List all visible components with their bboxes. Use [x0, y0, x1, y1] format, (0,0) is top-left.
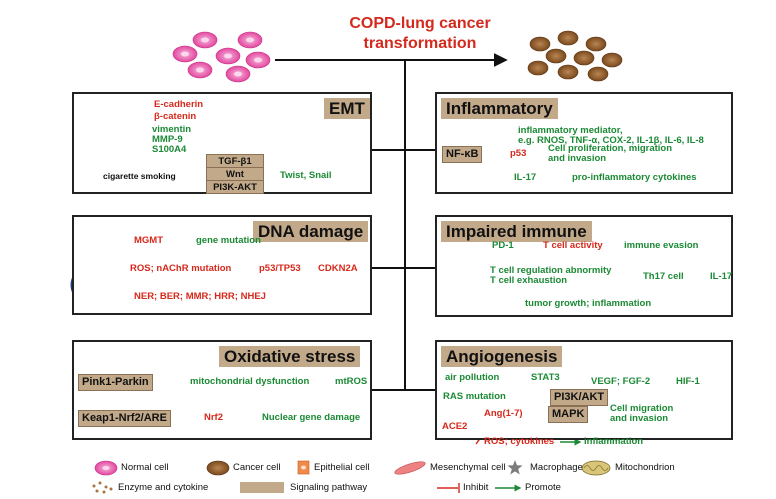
legend-mitochondrion: Mitochondrion — [615, 462, 675, 473]
ang-vegf: VEGF; FGF-2 — [591, 376, 651, 387]
emt-title: EMT — [324, 98, 370, 119]
imm-tumor: tumor growth; inflammation — [525, 298, 652, 309]
emt-pathway-wnt: Wnt — [206, 167, 264, 181]
legend-epithelial-cell: Epithelial cell — [314, 462, 370, 473]
macrophage-icon — [507, 460, 523, 475]
ox-mito: mitochondrial dysfunction — [190, 376, 310, 387]
inflammatory-title: Inflammatory — [441, 98, 558, 119]
ang-migr-2: and invasion — [610, 413, 669, 424]
legend-icons — [92, 460, 611, 494]
ang-inflam: inflammation — [584, 436, 644, 447]
inf-nfkb: NF-κB — [442, 146, 483, 163]
trunk-lines — [275, 53, 508, 391]
emt-pathway-tgf: TGF-β1 — [206, 154, 264, 168]
normal-cell-cluster — [172, 31, 271, 83]
legend-enzyme: Enzyme and cytokine — [118, 482, 209, 493]
dna-damage-panel — [72, 215, 372, 315]
inf-mediator-1: inflammatory mediator, — [518, 125, 623, 136]
legend-signaling: Signaling pathway — [290, 482, 368, 493]
emt-ecadherin: E-cadherin — [154, 99, 204, 110]
ox-nuclear: Nuclear gene damage — [262, 412, 361, 423]
ox-keap1: Keap1-Nrf2/ARE — [78, 410, 171, 427]
legend-inhibit: Inhibit — [463, 482, 489, 493]
legend-macrophage-icon — [507, 460, 523, 475]
emt-twist-snail: Twist, Snail — [280, 170, 332, 181]
ang-ace2: ACE2 — [442, 421, 468, 432]
legend-promote: Promote — [525, 482, 561, 493]
dna-damage-title: DNA damage — [253, 221, 369, 242]
imm-treg-2: T cell exhaustion — [490, 275, 568, 286]
emt-marker-3: S100A4 — [152, 144, 187, 155]
inf-prolif-2: and invasion — [548, 153, 607, 164]
legend-mesenchymal-cell: Mesenchymal cell — [430, 462, 506, 473]
emt-marker-1: vimentin — [152, 124, 192, 135]
imm-pd1: PD-1 — [492, 240, 514, 251]
dna-p53: p53/TP53 — [259, 263, 301, 274]
dna-repair: NER; BER; MMR; HRR; NHEJ — [134, 291, 266, 302]
ox-nrf2: Nrf2 — [204, 412, 224, 423]
ang-hif: HIF-1 — [676, 376, 700, 387]
dna-cdkn2a: CDKN2A — [318, 263, 358, 274]
impaired-immune-title: Impaired immune — [441, 221, 592, 242]
inf-mediator-2: e.g. RNOS, TNF-α, COX-2, IL-1β, IL-6, IL… — [518, 135, 704, 146]
inf-prolif-1: Cell proliferation, migration — [548, 143, 673, 154]
legend-normal-cell: Normal cell — [121, 462, 169, 473]
imm-evasion: immune evasion — [624, 240, 699, 251]
ang-pi3k: PI3K/AKT — [550, 389, 609, 406]
dna-mgmt: MGMT — [134, 235, 164, 246]
ox-mtros: mtROS — [335, 376, 368, 387]
ang-ang17: Ang(1-7) — [484, 408, 523, 419]
page-title: COPD-lung cancer transformation — [349, 15, 491, 52]
ang-ros: ROS; cytokines — [484, 436, 555, 447]
imm-tcell-activity: T cell activity — [543, 240, 603, 251]
ang-migr-1: Cell migration — [610, 403, 674, 414]
dna-gene-mutation: gene mutation — [196, 235, 261, 246]
emt-pathway-pi3k: PI3K-AKT — [206, 180, 264, 194]
imm-th17: Th17 cell — [643, 271, 684, 282]
cancer-cell-cluster — [527, 30, 623, 82]
ox-pink1: Pink1-Parkin — [78, 374, 153, 391]
ang-stat3: STAT3 — [531, 372, 560, 383]
dna-ros: ROS; nAChR mutation — [130, 263, 232, 274]
inf-proinflam: pro-inflammatory cytokines — [572, 172, 697, 183]
ang-air: air pollution — [445, 372, 500, 383]
oxidative-stress-title: Oxidative stress — [219, 346, 361, 367]
imm-il17: IL-17 — [710, 271, 733, 282]
imm-treg-1: T cell regulation abnormity — [490, 265, 612, 276]
ang-mapk: MAPK — [548, 406, 589, 423]
emt-smoking-label: cigarette smoking — [103, 171, 176, 181]
legend-macrophage: Macrophage — [530, 462, 583, 473]
inf-il17: IL-17 — [514, 172, 537, 183]
emt-marker-2: MMP-9 — [152, 134, 183, 145]
ang-ras: RAS mutation — [443, 391, 506, 402]
inf-p53: p53 — [510, 148, 527, 159]
angiogenesis-title: Angiogenesis — [441, 346, 563, 367]
emt-bcatenin: β-catenin — [154, 111, 197, 122]
legend-cancer-cell: Cancer cell — [233, 462, 281, 473]
